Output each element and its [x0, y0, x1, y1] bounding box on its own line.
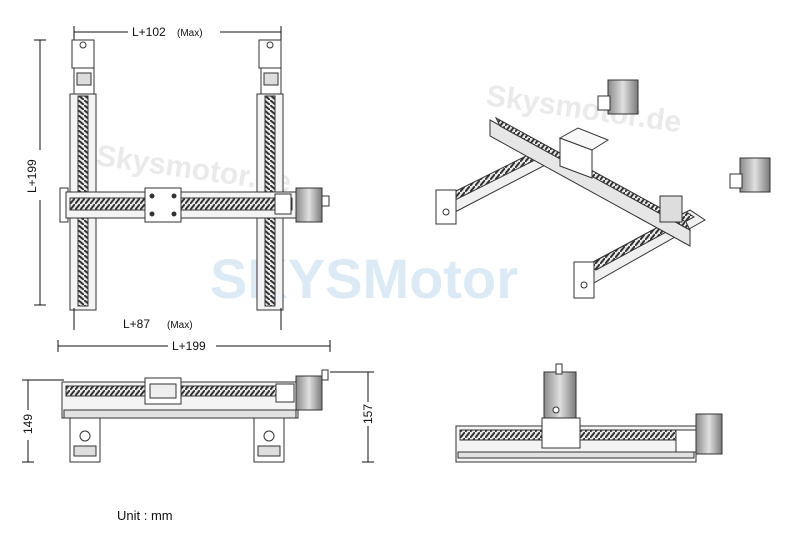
top-view: L+102 (Max) L+199 — [25, 25, 330, 331]
side-rail — [61, 369, 329, 419]
side-view: L+199 149 157 — [21, 339, 375, 463]
right-vertical-axis — [256, 39, 284, 311]
dim-side-left-label: 149 — [21, 414, 35, 434]
dim-side-left — [22, 379, 64, 463]
dim-top-width-note: (Max) — [177, 28, 203, 39]
dim-left-height — [34, 39, 46, 306]
side-foot-right — [253, 417, 285, 463]
dim-bottom-width-note: (Max) — [167, 320, 193, 331]
dim-side-right — [330, 371, 374, 463]
dim-side-width-label: L+199 — [172, 339, 206, 353]
dim-bottom-width — [73, 308, 282, 330]
watermark-main: SKYSMotor — [210, 247, 518, 310]
dim-left-height-label: L+199 — [25, 159, 39, 193]
dim-bottom-width-label: L+87 — [123, 317, 150, 331]
unit-label: Unit : mm — [117, 508, 173, 523]
cross-axis — [59, 187, 330, 223]
dim-top-width-label: L+102 — [132, 25, 166, 39]
left-vertical-axis — [69, 39, 97, 311]
isometric-view — [435, 79, 771, 299]
dim-side-right-label: 157 — [361, 404, 375, 424]
dim-side-width — [57, 340, 331, 352]
front-view — [455, 363, 723, 463]
side-foot-left — [69, 417, 101, 463]
dim-top-width — [73, 26, 282, 40]
